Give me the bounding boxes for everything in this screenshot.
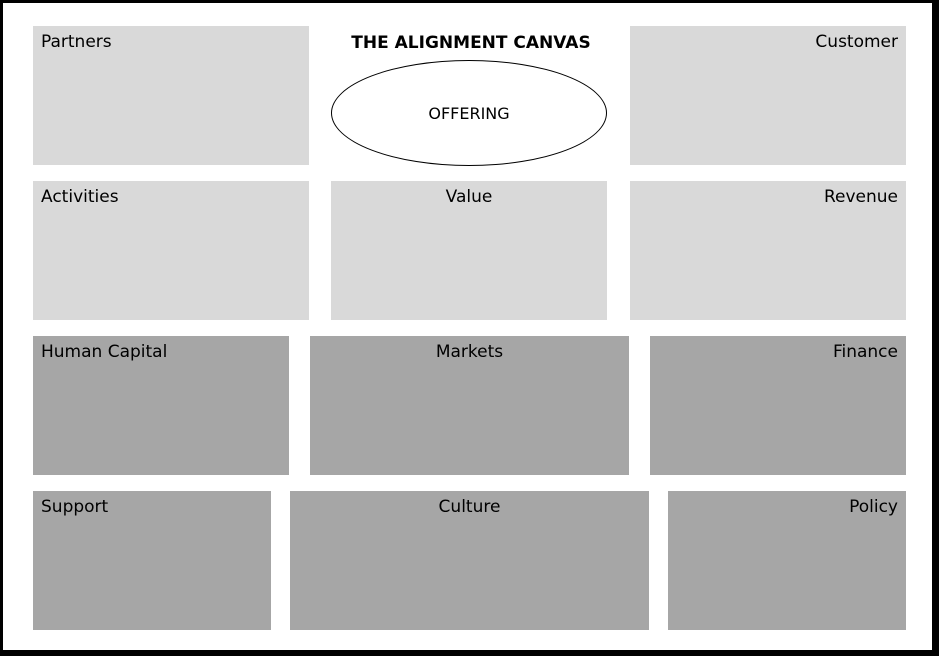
revenue-label: Revenue xyxy=(823,187,898,207)
human-capital-label: Human Capital xyxy=(41,342,168,362)
policy-box: Policy xyxy=(668,491,906,630)
value-label: Value xyxy=(445,187,493,207)
partners-label: Partners xyxy=(41,32,112,52)
markets-label: Markets xyxy=(435,342,504,362)
customer-box: Customer xyxy=(630,26,906,165)
culture-label: Culture xyxy=(438,497,501,517)
markets-box: Markets xyxy=(310,336,629,475)
activities-label: Activities xyxy=(41,187,119,207)
finance-label: Finance xyxy=(832,342,898,362)
offering-label: OFFERING xyxy=(428,103,510,123)
canvas-frame: Partners THE ALIGNMENT CANVAS OFFERING C… xyxy=(3,3,932,650)
finance-box: Finance xyxy=(650,336,906,475)
value-box: Value xyxy=(331,181,607,320)
policy-label: Policy xyxy=(849,497,898,517)
support-label: Support xyxy=(41,497,109,517)
offering-ellipse: OFFERING xyxy=(331,60,607,166)
customer-label: Customer xyxy=(815,32,898,52)
human-capital-box: Human Capital xyxy=(33,336,289,475)
partners-box: Partners xyxy=(33,26,309,165)
canvas-title: THE ALIGNMENT CANVAS xyxy=(351,33,591,53)
support-box: Support xyxy=(33,491,271,630)
culture-box: Culture xyxy=(290,491,649,630)
activities-box: Activities xyxy=(33,181,309,320)
revenue-box: Revenue xyxy=(630,181,906,320)
